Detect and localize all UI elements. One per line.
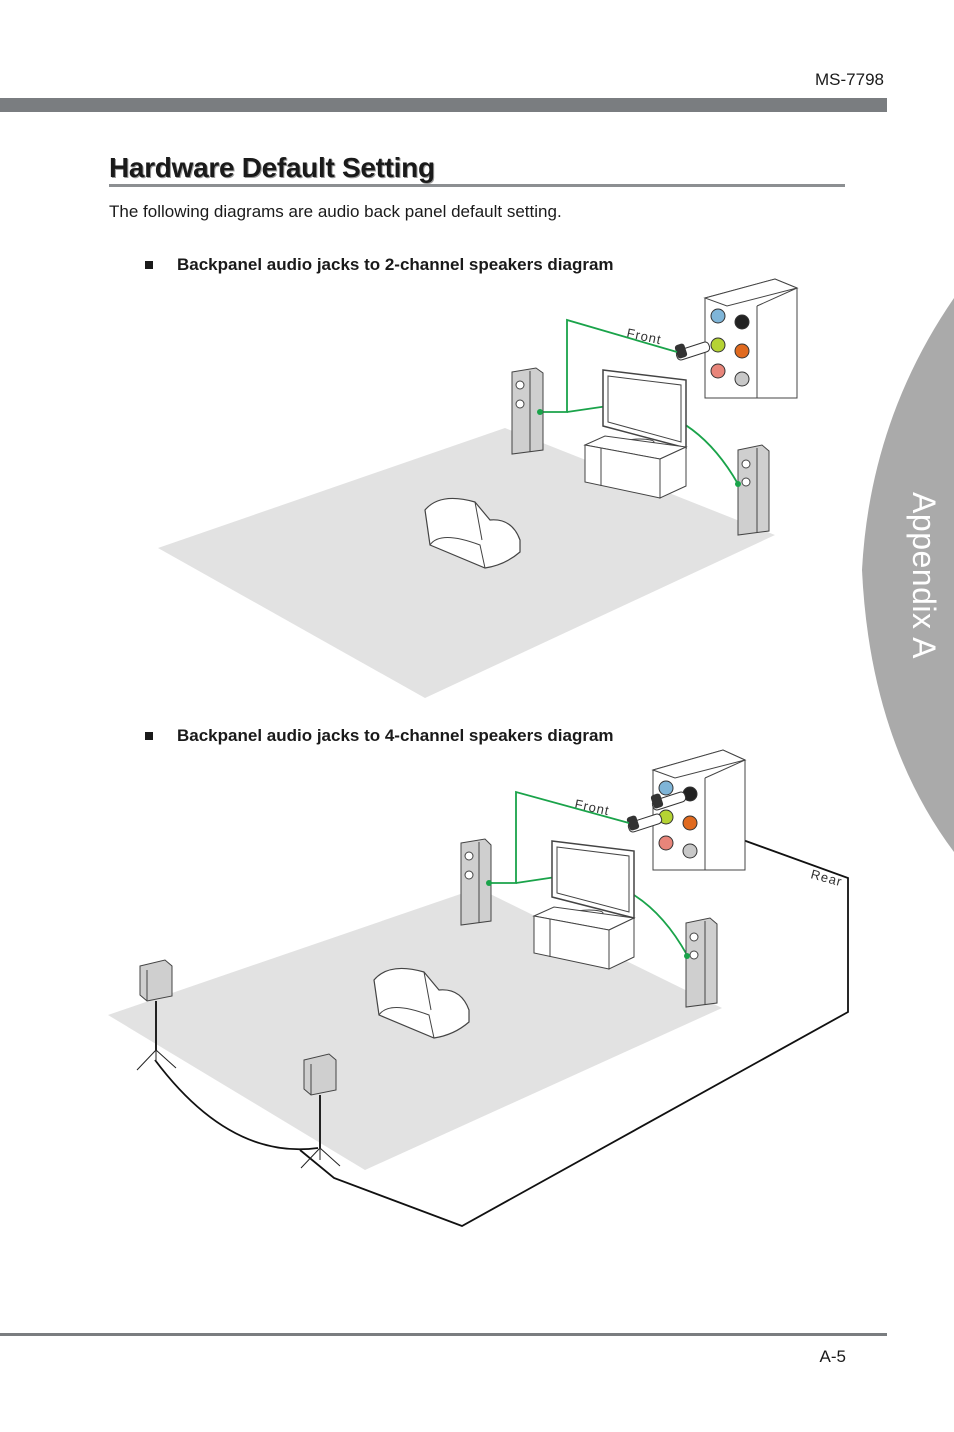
appendix-label-text: Appendix A [905,491,942,659]
rear-cable [154,1059,319,1151]
jack-gray-icon [734,371,750,387]
diagram-2-channel: Front [158,278,799,698]
front-cable [489,790,630,884]
jack-line-in-icon [710,308,726,324]
floor [158,428,775,698]
jack-mic-icon [658,835,674,851]
front-cable [540,318,678,413]
appendix-tab [862,298,954,852]
rear-cable [299,809,849,1227]
jack-orange-icon [682,815,698,831]
desk [583,435,688,499]
diagram-caption-2ch: Backpanel audio jacks to 2-channel speak… [145,255,614,275]
jack-gray-icon [682,843,698,859]
rear-right-speaker [300,1053,341,1169]
footer-bar [0,1333,887,1336]
jack-orange-icon [734,343,750,359]
diagram-4-channel: Front Rear [108,749,849,1227]
title-underline [109,184,845,187]
jack-line-in-icon [658,780,674,796]
caption-text: Backpanel audio jacks to 2-channel speak… [177,255,614,274]
left-front-speaker [460,838,492,926]
audio-plug-icon [674,341,711,361]
right-front-speaker [684,917,718,1008]
jack-mic-icon [710,363,726,379]
diagram-caption-4ch: Backpanel audio jacks to 4-channel speak… [145,726,614,746]
pc-back-panel [626,749,747,871]
right-front-speaker [735,444,770,536]
sofa [424,497,521,569]
header-bar [0,98,887,112]
bullet-square-icon [145,261,153,269]
audio-plug-icon [650,791,687,811]
pc-back-panel [674,278,799,399]
desk [532,906,636,970]
jack-line-out-icon [710,337,726,353]
caption-text: Backpanel audio jacks to 4-channel speak… [177,726,614,745]
intro-text: The following diagrams are audio back pa… [109,202,562,221]
bullet-square-icon [145,732,153,740]
audio-plug-icon [626,813,663,833]
left-front-speaker [511,367,544,455]
page-title: Hardware Default Setting [109,152,435,183]
front-label: Front [573,796,611,818]
rear-left-speaker [136,959,177,1071]
monitor [602,369,687,449]
page-number: A-5 [819,1347,846,1366]
monitor [551,840,635,919]
appendix-tab-label: Appendix A [888,490,954,660]
model-number: MS-7798 [815,70,884,89]
rear-label: Rear [809,866,844,889]
front-label: Front [625,325,663,347]
jack-black-icon [734,314,750,330]
sofa [373,967,470,1039]
